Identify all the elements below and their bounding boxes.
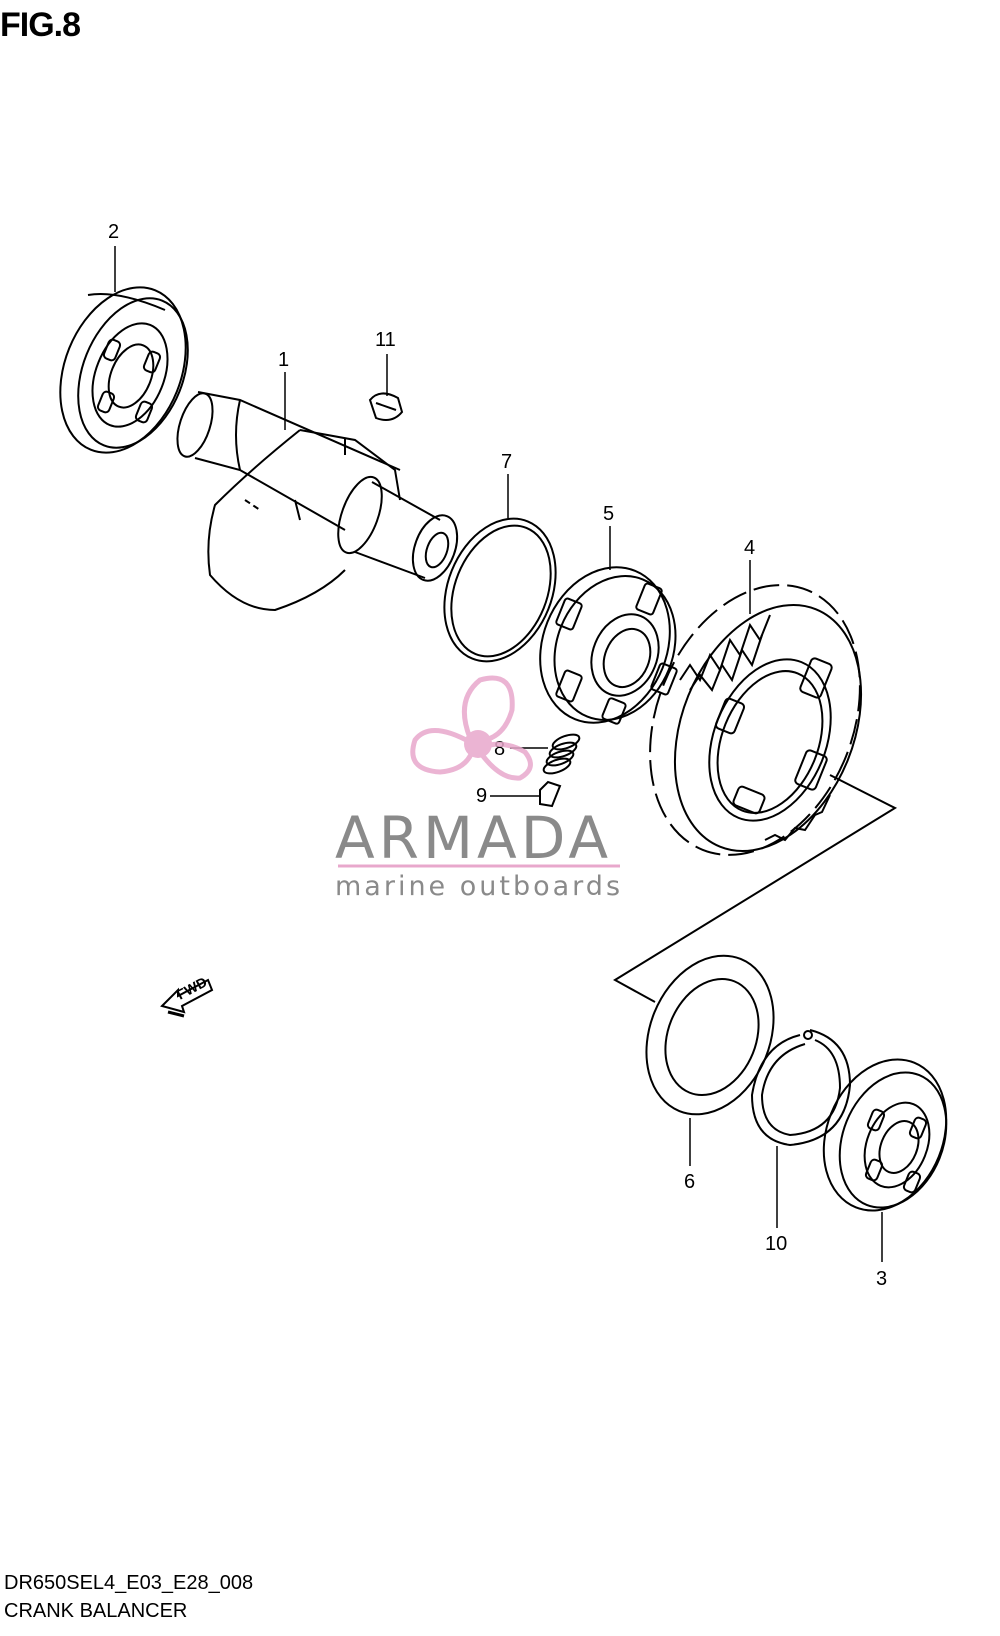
figure-code: DR650SEL4_E03_E28_008 [4,1572,254,1594]
part-spring-8 [542,733,581,775]
callout-10: 10 [765,1233,787,1255]
part-shim-6 [645,954,775,1116]
callout-3: 3 [876,1268,887,1290]
figure-title: FIG.8 [0,6,81,44]
callout-6: 6 [684,1171,695,1193]
figure-name: CRANK BALANCER [4,1600,188,1622]
callout-5: 5 [603,503,614,525]
fwd-arrow-icon: FWD [160,974,214,1018]
part-balancer-shaft-1 [176,391,459,612]
part-o-ring-7 [443,517,557,663]
callout-7: 7 [501,451,512,473]
part-bearing-2 [59,286,189,454]
callout-8: 8 [494,738,505,760]
part-pin-9 [539,780,562,808]
watermark-tagline: marine outboards [335,871,623,902]
part-bearing-3 [822,1058,948,1212]
callout-2: 2 [108,221,119,243]
propeller-logo-icon [410,675,533,781]
callout-11: 11 [375,329,396,351]
part-balancer-gear-4 [649,584,863,856]
part-damper-hub-5 [539,566,678,725]
part-key-11 [368,392,404,421]
assembly-guide-line [613,774,898,1003]
watermark-brand: ARMADA [335,804,612,872]
callout-4: 4 [744,537,755,559]
part-circlip-10 [750,1029,852,1147]
callout-9: 9 [476,785,487,807]
callout-1: 1 [278,349,289,371]
